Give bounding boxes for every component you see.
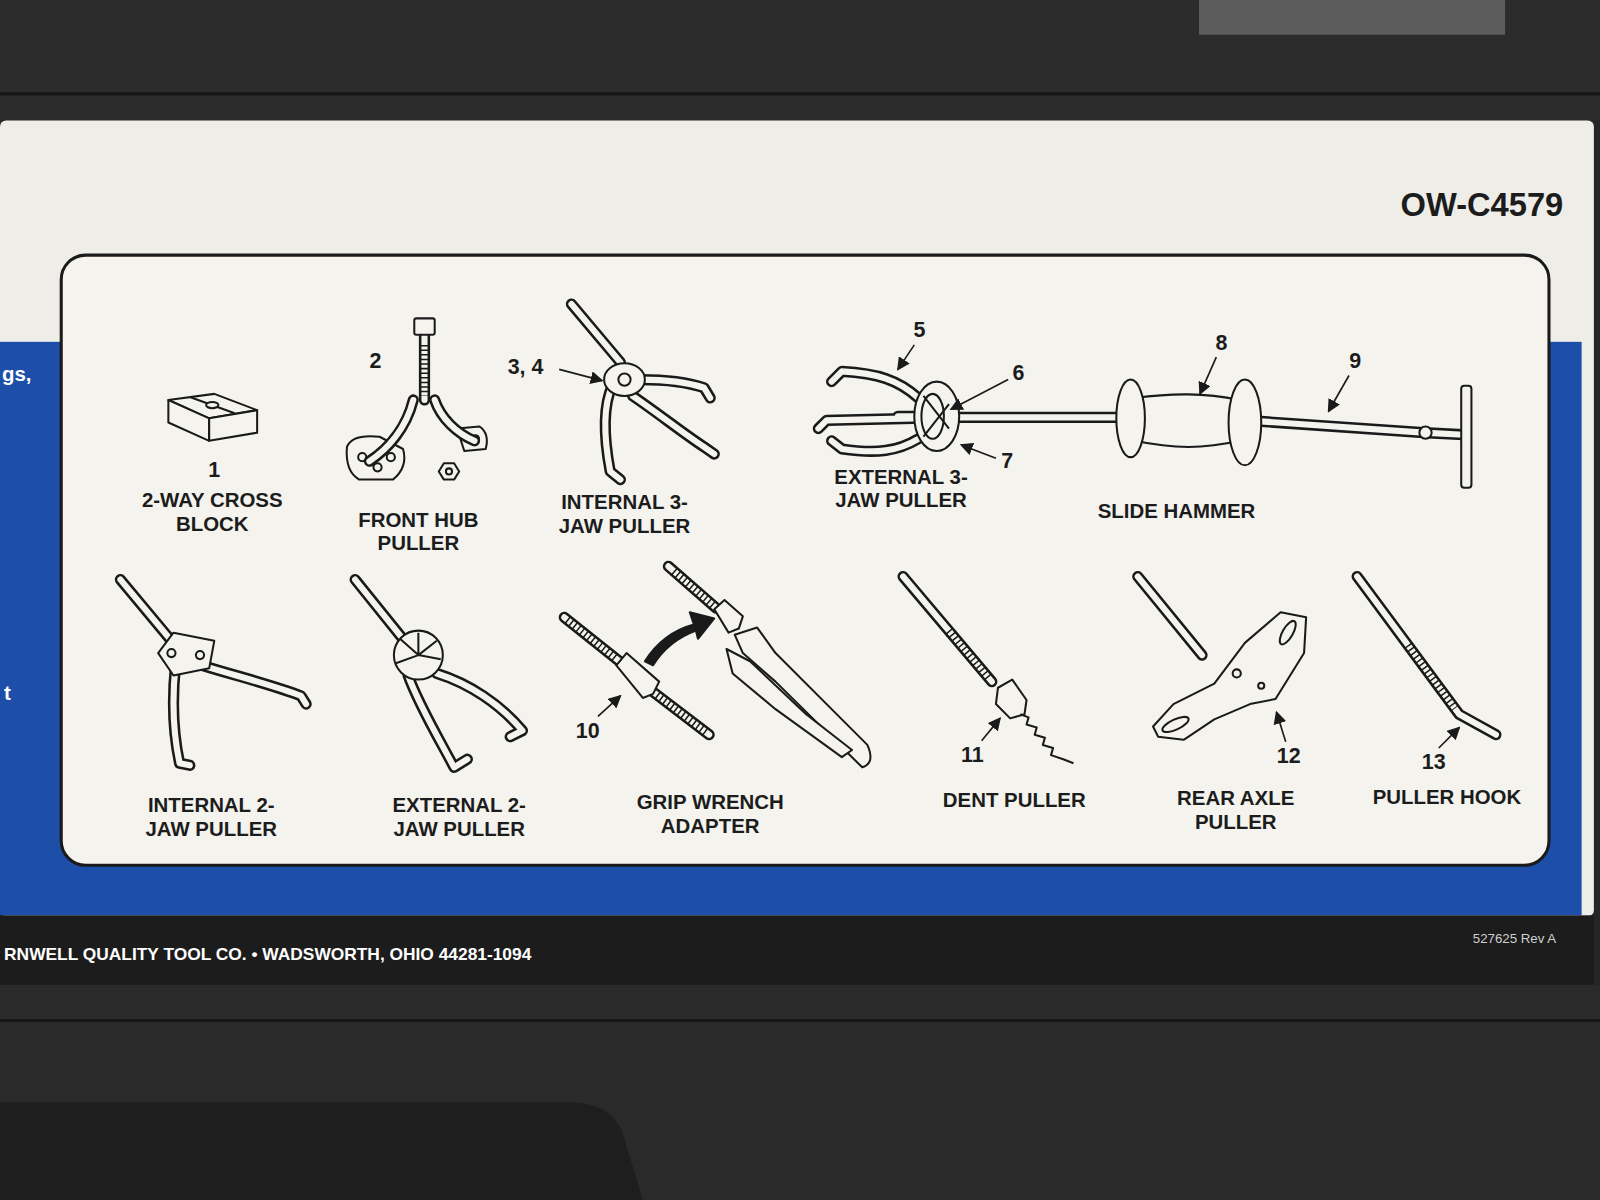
part-name: FRONT HUB PULLER xyxy=(337,508,500,555)
callout-number: 11 xyxy=(952,743,993,766)
callout-number: 1 xyxy=(194,457,235,480)
part-name: DENT PULLER xyxy=(912,789,1116,812)
callout-number: 13 xyxy=(1413,750,1454,773)
callout-number: 9 xyxy=(1335,349,1376,372)
callout-number: 3, 4 xyxy=(495,355,556,378)
leader-lines xyxy=(559,345,1459,748)
callout-number: 12 xyxy=(1268,744,1309,767)
part-name: EXTERNAL 3-JAW PULLER xyxy=(820,465,981,512)
part-name: INTERNAL 3-JAW PULLER xyxy=(544,491,705,538)
tool-fill xyxy=(120,304,1496,767)
edge-text: gs, xyxy=(2,362,63,385)
part-name: REAR AXLE PULLER xyxy=(1159,787,1312,834)
parts-panel xyxy=(61,255,1549,865)
label-sheet xyxy=(0,120,1594,916)
case-lid xyxy=(0,0,1600,120)
footer-text: RNWELL QUALITY TOOL CO. • WADSWORTH, OHI… xyxy=(4,943,718,966)
tool-parts xyxy=(158,318,1471,767)
callout-number: 2 xyxy=(355,349,396,372)
case-body xyxy=(0,985,1600,1200)
callout-number: 7 xyxy=(995,449,1019,472)
case-handle-recess xyxy=(0,1102,643,1200)
footer-strip xyxy=(0,915,1594,984)
part-name: GRIP WRENCH ADAPTER xyxy=(623,791,796,838)
part-name: EXTERNAL 2-JAW PULLER xyxy=(379,794,540,841)
callout-number: 6 xyxy=(1006,360,1030,383)
part-name: 2-WAY CROSS BLOCK xyxy=(126,489,299,536)
part-name: PULLER HOOK xyxy=(1345,786,1549,809)
part-name: SLIDE HAMMER xyxy=(1074,500,1278,523)
edge-text: t xyxy=(4,682,35,705)
part-code: OW-C4579 xyxy=(1298,194,1563,217)
callout-number: 8 xyxy=(1201,331,1242,354)
case-groove xyxy=(0,92,1600,95)
callout-number: 5 xyxy=(899,317,940,340)
callout-number: 10 xyxy=(567,718,608,741)
case-groove xyxy=(0,1019,1600,1022)
tool-outline xyxy=(120,304,1496,767)
part-name: INTERNAL 2-JAW PULLER xyxy=(131,794,292,841)
threads xyxy=(424,345,1455,732)
revision-code: 527625 Rev A xyxy=(1393,927,1556,950)
case-edge xyxy=(1199,0,1505,35)
